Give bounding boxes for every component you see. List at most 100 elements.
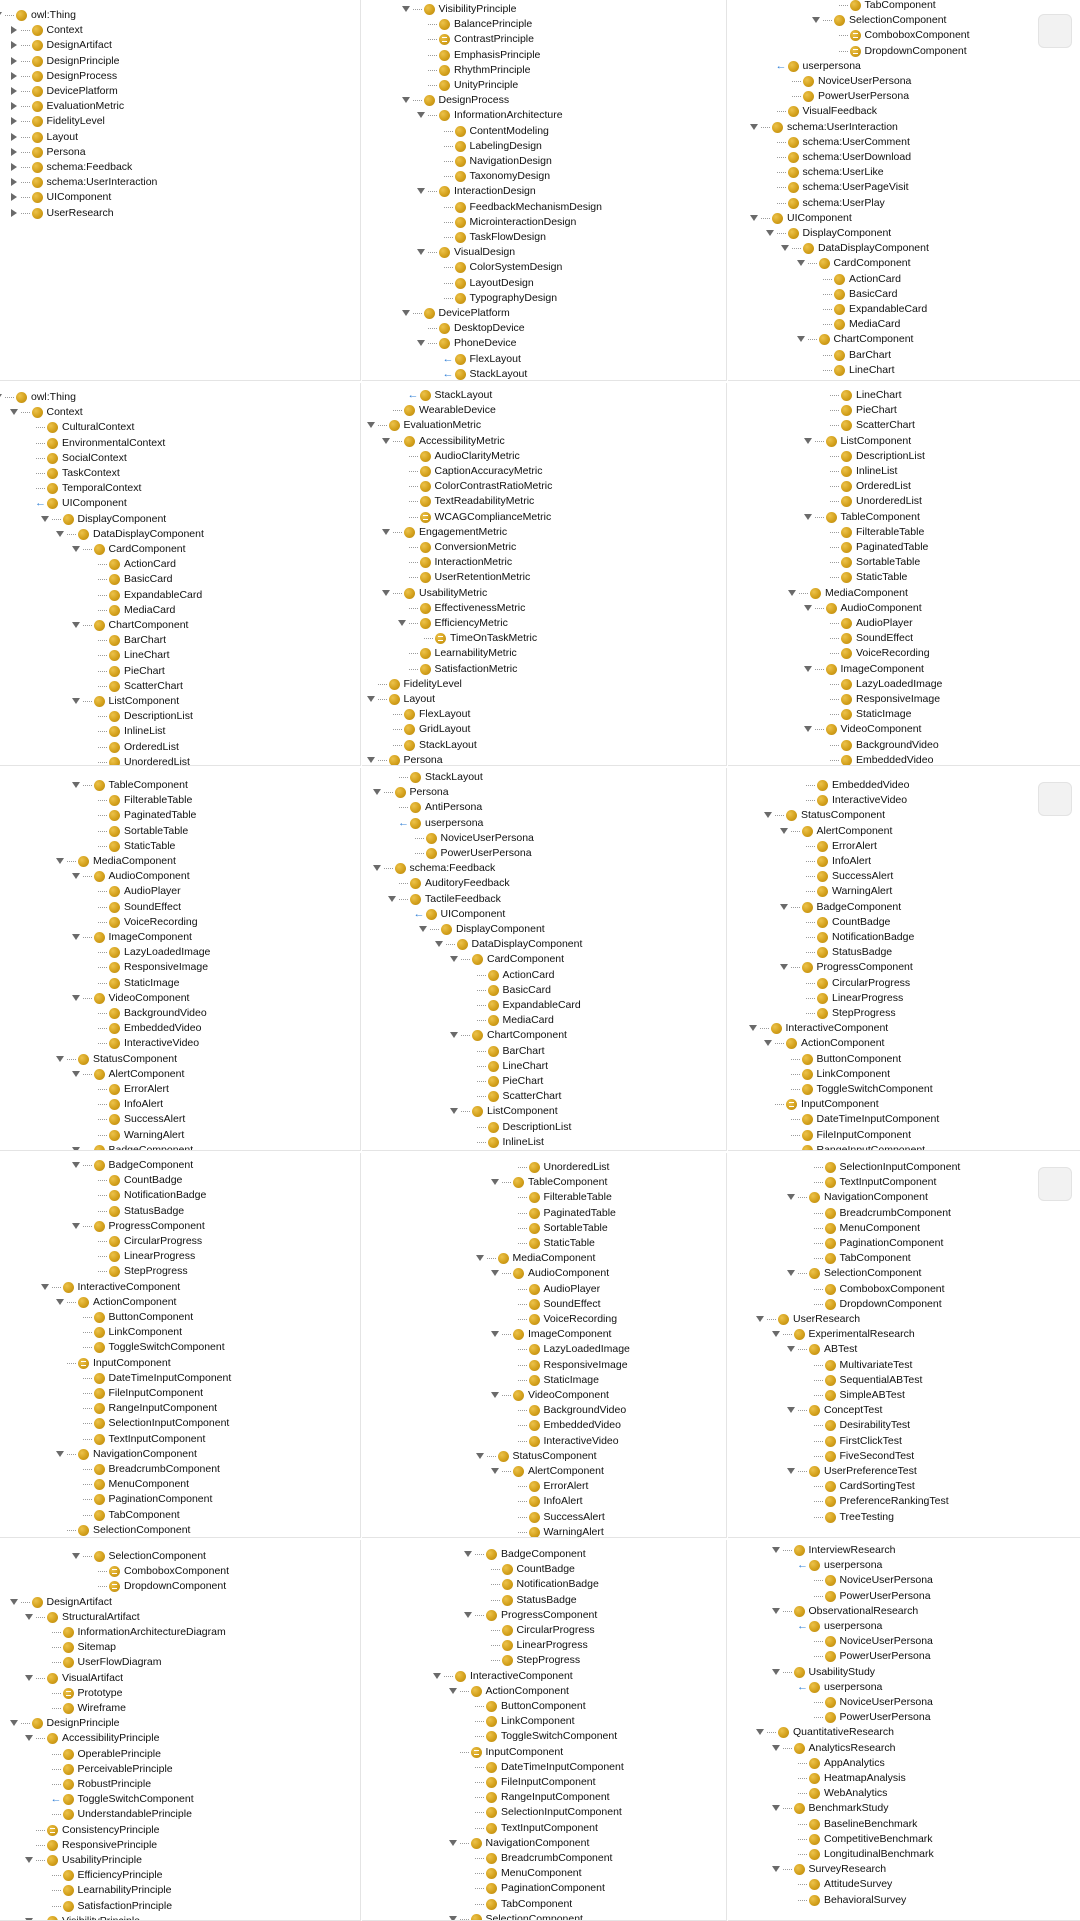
tree-node[interactable]: CardComponent xyxy=(728,256,1080,271)
tree-node[interactable]: WearableDevice xyxy=(362,403,726,418)
class-label[interactable]: InteractionMetric xyxy=(435,555,513,570)
tree-node[interactable]: TextInputComponent xyxy=(362,1821,726,1836)
tree-node[interactable]: TableComponent xyxy=(0,778,360,793)
tree-node[interactable]: ←StackLayout xyxy=(362,388,726,403)
triangle-down-icon[interactable] xyxy=(70,930,82,945)
class-label[interactable]: AudioComponent xyxy=(109,869,190,884)
tree-node[interactable]: StaticTable xyxy=(362,1236,726,1251)
class-label[interactable]: PaginatedTable xyxy=(856,540,928,555)
tree-node[interactable]: DateTimeInputComponent xyxy=(0,1371,360,1386)
class-label[interactable]: AlertComponent xyxy=(109,1067,185,1082)
tree-node[interactable]: DesignProcess xyxy=(362,93,726,108)
tree-node[interactable]: Persona xyxy=(362,785,726,800)
tree-node[interactable]: ActionCard xyxy=(728,272,1080,287)
tree-node[interactable]: RangeInputComponent xyxy=(728,1143,1080,1151)
tree-node[interactable]: BackgroundVideo xyxy=(728,738,1080,753)
class-label[interactable]: NoviceUserPersona xyxy=(840,1634,933,1649)
tree-node[interactable]: NavigationComponent xyxy=(362,1836,726,1851)
class-label[interactable]: DesignArtifact xyxy=(47,1595,112,1610)
tree-node[interactable]: Sitemap xyxy=(0,1640,360,1655)
class-label[interactable]: DesktopDevice xyxy=(454,321,525,336)
tree-node[interactable]: Context xyxy=(0,405,360,420)
class-label[interactable]: VisualDesign xyxy=(454,245,515,260)
class-label[interactable]: PaginationComponent xyxy=(840,1236,944,1251)
triangle-right-icon[interactable] xyxy=(8,175,20,190)
tree-node[interactable]: ContentModeling xyxy=(362,124,726,139)
class-label[interactable]: PhoneDevice xyxy=(454,336,516,351)
tree-node[interactable]: UserRetentionMetric xyxy=(362,570,726,585)
class-label[interactable]: PowerUserPersona xyxy=(840,1589,931,1604)
class-label[interactable]: CardComponent xyxy=(834,256,911,271)
tree-node[interactable]: CircularProgress xyxy=(0,1234,360,1249)
class-label[interactable]: AudioPlayer xyxy=(124,884,181,899)
tree-node[interactable]: ScatterChart xyxy=(362,1089,726,1104)
class-label[interactable]: PaginatedTable xyxy=(544,1206,616,1221)
tree-node[interactable]: ConversionMetric xyxy=(362,540,726,555)
class-label[interactable]: VoiceRecording xyxy=(124,915,198,930)
class-label[interactable]: AudioClarityMetric xyxy=(435,449,520,464)
class-label[interactable]: StatusBadge xyxy=(832,945,892,960)
tree-node[interactable]: ←userpersona xyxy=(728,1619,1080,1634)
tree-node[interactable]: StaticImage xyxy=(728,707,1080,722)
tree-node[interactable]: BehavioralSurvey xyxy=(728,1893,1080,1908)
triangle-down-icon[interactable] xyxy=(489,1175,501,1190)
tree-node[interactable]: PaginatedTable xyxy=(0,808,360,823)
panel-corner-button[interactable] xyxy=(1038,1167,1072,1201)
tree-node[interactable]: BarChart xyxy=(0,633,360,648)
tree-node[interactable]: RhythmPrinciple xyxy=(362,63,726,78)
tree-node[interactable]: DesktopDevice xyxy=(362,321,726,336)
class-label[interactable]: RobustPrinciple xyxy=(78,1777,152,1792)
class-label[interactable]: ActionCard xyxy=(503,968,555,983)
tree-node[interactable]: LinkComponent xyxy=(362,1714,726,1729)
class-label[interactable]: StackLayout xyxy=(435,388,493,403)
tree-node[interactable]: InformationArchitecture xyxy=(362,108,726,123)
triangle-down-icon[interactable] xyxy=(371,861,383,876)
triangle-down-icon[interactable] xyxy=(448,952,460,967)
class-label[interactable]: BreadcrumbComponent xyxy=(501,1851,612,1866)
class-label[interactable]: TaskContext xyxy=(62,466,120,481)
triangle-down-icon[interactable] xyxy=(802,722,814,737)
class-label[interactable]: DisplayComponent xyxy=(78,512,167,527)
triangle-right-icon[interactable] xyxy=(8,99,20,114)
triangle-down-icon[interactable] xyxy=(786,586,798,601)
class-label[interactable]: UIComponent xyxy=(62,496,127,511)
tree-node[interactable]: UserFlowDiagram xyxy=(0,1655,360,1670)
class-label[interactable]: StaticImage xyxy=(856,707,911,722)
class-label[interactable]: CompetitiveBenchmark xyxy=(824,1832,933,1847)
class-label[interactable]: LinearProgress xyxy=(832,991,903,1006)
tree-node[interactable]: NoviceUserPersona xyxy=(728,74,1080,89)
class-label[interactable]: InteractiveComponent xyxy=(78,1280,181,1295)
tree-node[interactable]: UsabilityPrinciple xyxy=(0,1853,360,1868)
class-label[interactable]: LearnabilityPrinciple xyxy=(78,1883,172,1898)
triangle-down-icon[interactable] xyxy=(754,1312,766,1327)
class-label[interactable]: ActionComponent xyxy=(801,1036,884,1051)
tree-node[interactable]: VideoComponent xyxy=(0,991,360,1006)
tree-node[interactable]: ActionCard xyxy=(362,968,726,983)
class-label[interactable]: ConsistencyPrinciple xyxy=(62,1823,159,1838)
tree-node[interactable]: AccessibilityPrinciple xyxy=(0,1731,360,1746)
class-label[interactable]: PieChart xyxy=(856,403,897,418)
triangle-down-icon[interactable] xyxy=(70,778,82,793)
class-label[interactable]: PowerUserPersona xyxy=(840,1710,931,1725)
class-label[interactable]: StaticTable xyxy=(544,1236,595,1251)
triangle-down-icon[interactable] xyxy=(778,960,790,975)
tree-node[interactable]: SortableTable xyxy=(728,555,1080,570)
tree-node[interactable]: DesignArtifact xyxy=(0,38,360,53)
class-label[interactable]: LineChart xyxy=(503,1059,549,1074)
tree-node[interactable]: PhoneDevice xyxy=(362,336,726,351)
class-label[interactable]: BarChart xyxy=(849,348,891,363)
class-label[interactable]: ResponsiveImage xyxy=(856,692,940,707)
tree-node[interactable]: SortableTable xyxy=(362,1221,726,1236)
class-label[interactable]: InformationArchitecture xyxy=(454,108,563,123)
tree-node[interactable]: DataDisplayComponent xyxy=(362,937,726,952)
class-label[interactable]: ProgressComponent xyxy=(501,1608,597,1623)
tree-node[interactable]: DisplayComponent xyxy=(362,922,726,937)
class-label[interactable]: ConversionMetric xyxy=(435,540,517,555)
tree-node[interactable]: NotificationBadge xyxy=(362,1577,726,1592)
triangle-down-icon[interactable] xyxy=(770,1862,782,1877)
class-label[interactable]: StatusBadge xyxy=(124,1204,184,1219)
tree-node[interactable]: FiveSecondTest xyxy=(728,1449,1080,1464)
class-label[interactable]: ABTest xyxy=(824,1342,857,1357)
